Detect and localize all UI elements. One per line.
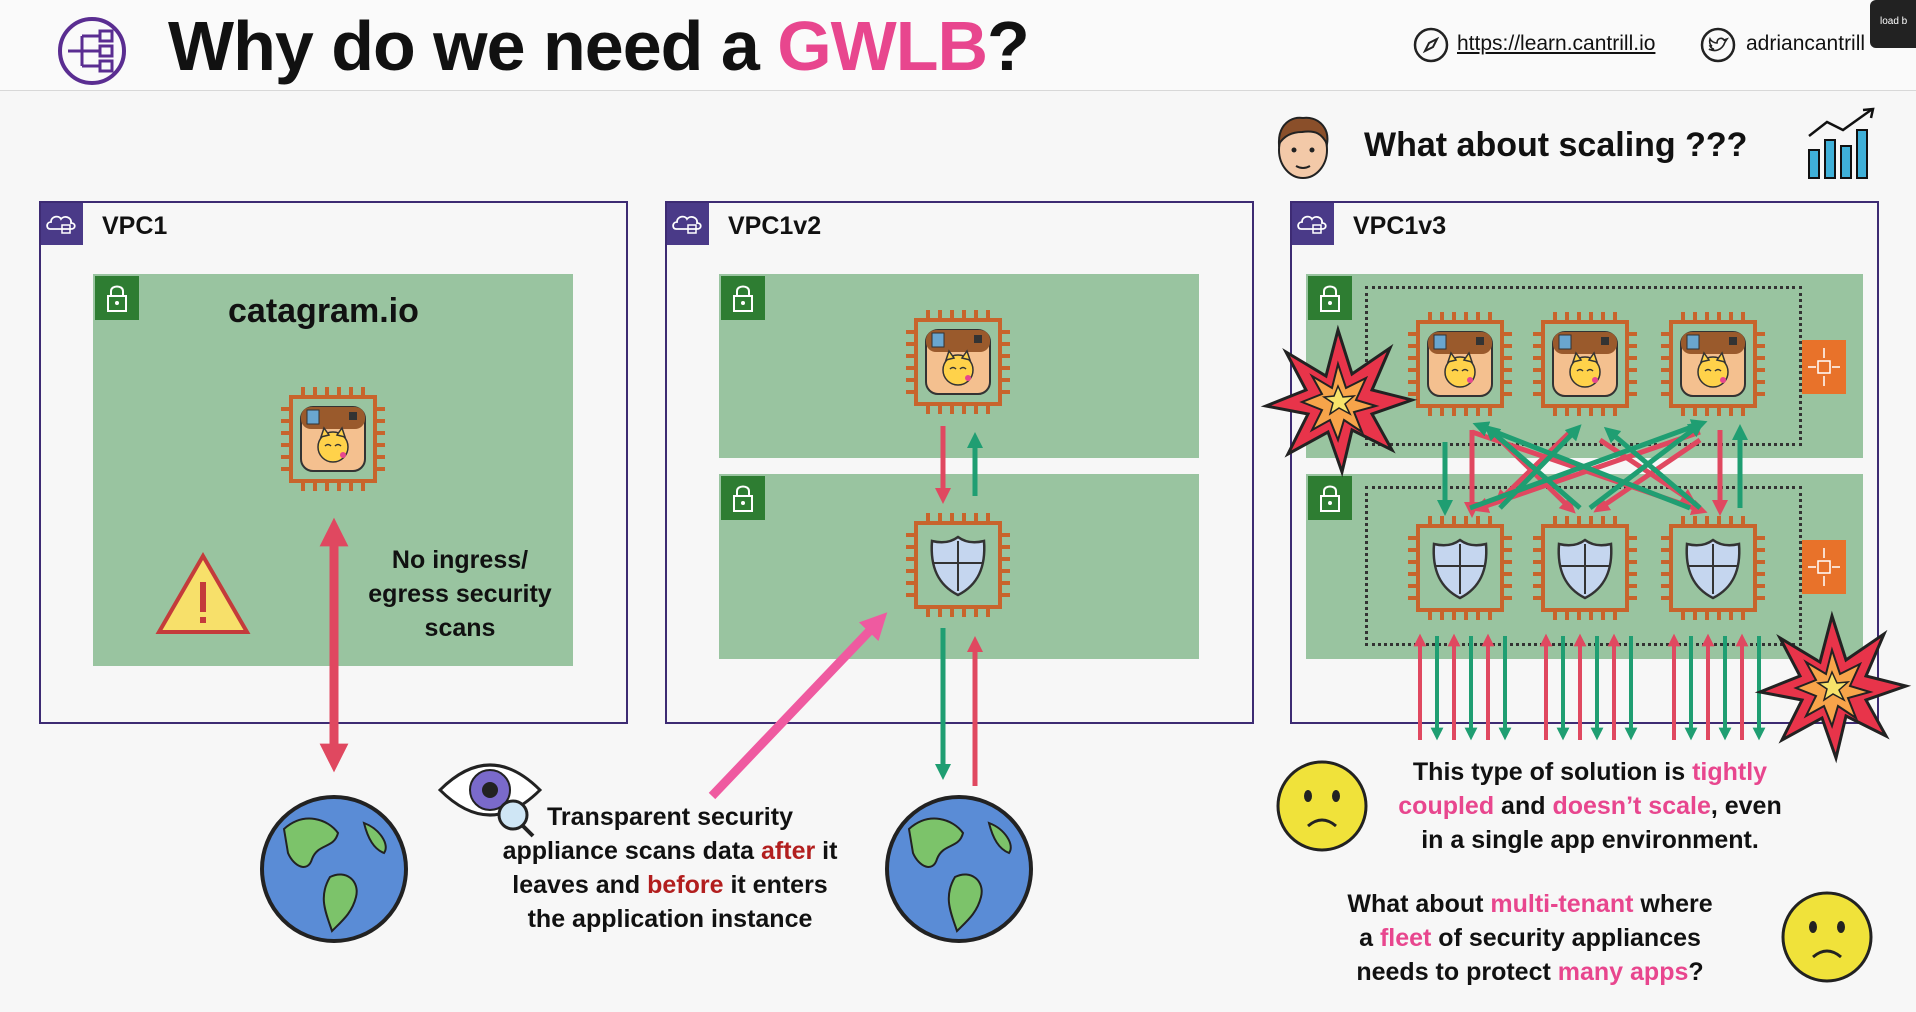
globe-icon <box>260 795 408 943</box>
page-title: Why do we need a GWLB? <box>168 7 1030 85</box>
app-instance-group <box>1365 286 1802 446</box>
gwlb-icon <box>58 17 126 85</box>
sad-face-icon <box>1276 760 1368 852</box>
sad-face-icon <box>1781 891 1873 983</box>
load-button[interactable]: load b <box>1870 0 1916 48</box>
coupled-note: This type of solution is tightly coupled… <box>1398 758 1782 854</box>
subnet-security-vpc2 <box>719 474 1199 659</box>
security-instance-group <box>1365 486 1802 646</box>
vpc-label: VPC1v2 <box>728 212 822 240</box>
person-icon <box>1277 116 1329 179</box>
app-name: catagram.io <box>228 292 419 330</box>
compass-icon <box>1413 27 1449 63</box>
vpc-label: VPC1v3 <box>1353 212 1447 240</box>
vpc-label: VPC1 <box>102 212 168 240</box>
header-bar <box>0 0 1916 91</box>
transparent-note: Transparent security appliance scans dat… <box>502 803 838 933</box>
twitter-icon <box>1700 27 1736 63</box>
course-link[interactable]: https://learn.cantrill.io <box>1457 32 1656 55</box>
bar-chart-icon <box>1808 107 1875 179</box>
subnet-app-vpc2 <box>719 274 1199 458</box>
twitter-handle[interactable]: adriancantrill <box>1746 32 1866 55</box>
scaling-question: What about scaling ??? <box>1364 126 1748 164</box>
globe-icon <box>885 795 1033 943</box>
multitenant-note: What about multi-tenant where a fleet of… <box>1347 890 1713 986</box>
